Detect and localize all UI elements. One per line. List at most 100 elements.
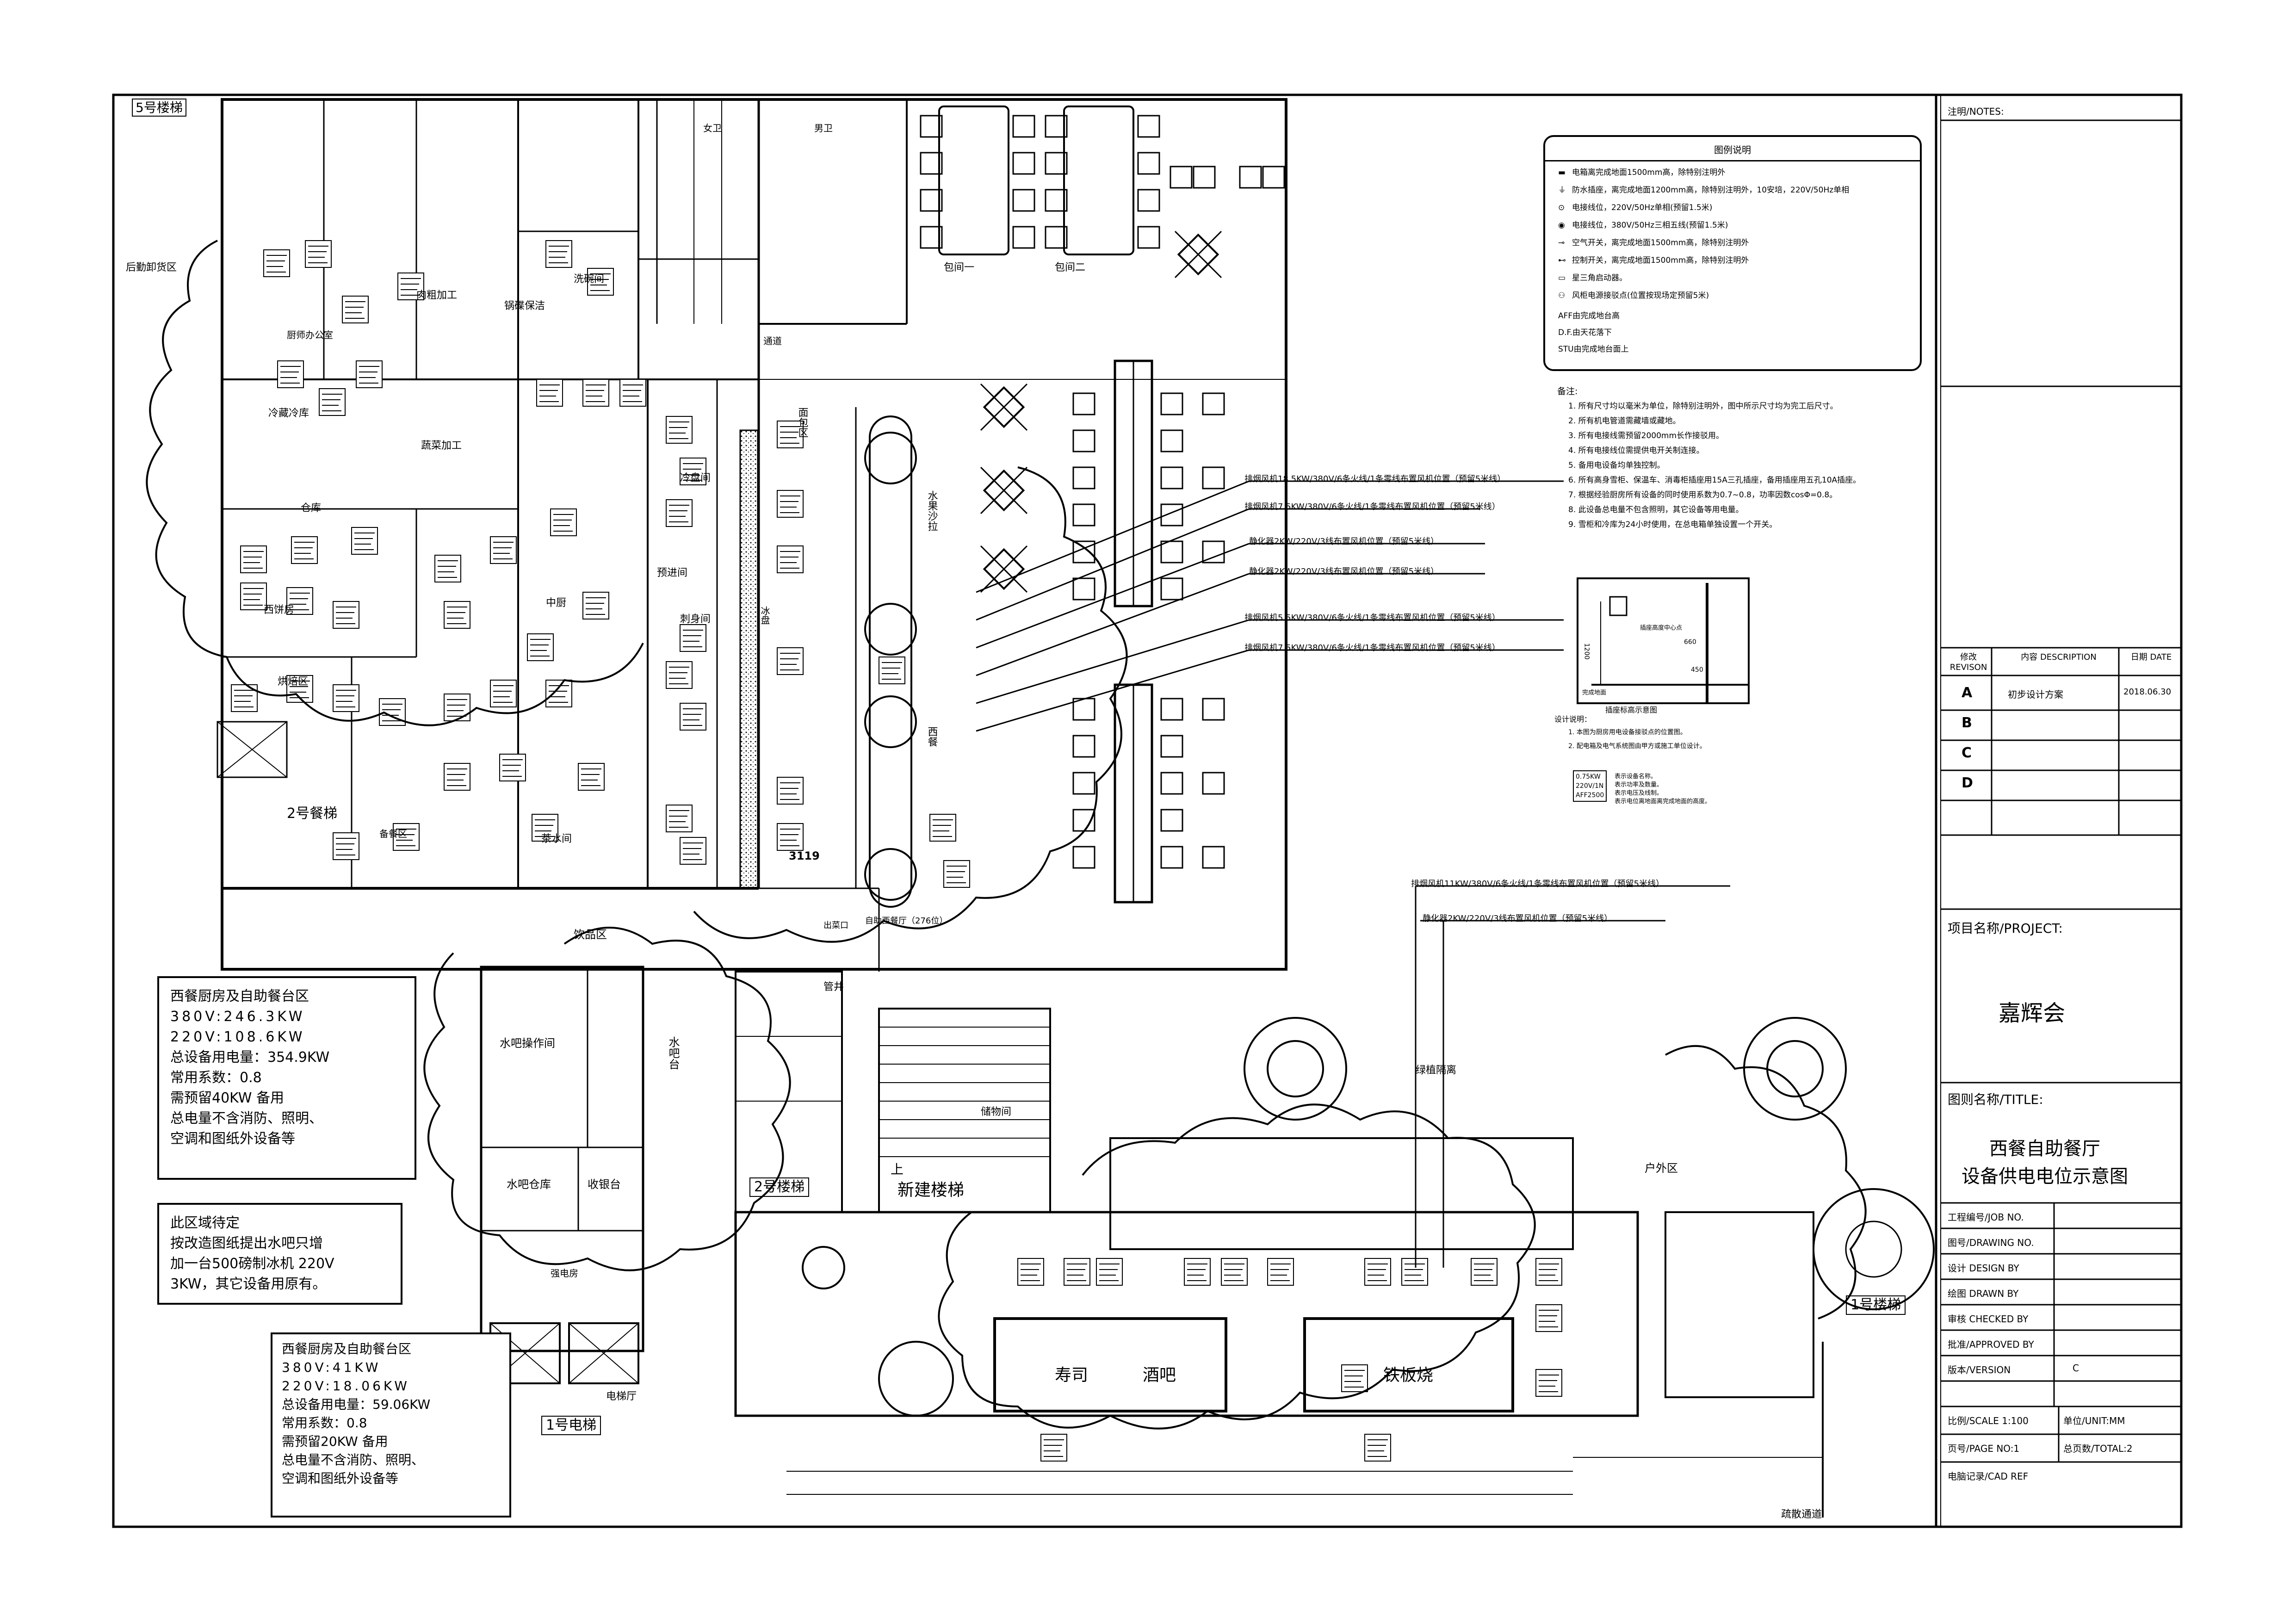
label-pastry: 西饼房 (264, 604, 295, 616)
tb-unit: 单位/UNIT:MM (2063, 1415, 2125, 1426)
label-bakery: 烘焙区 (278, 676, 309, 688)
callout-3: 静化器2KW/220V/3线布置风机位置（预留5米线） (1249, 537, 1439, 546)
callout-7: 排烟风机11KW/380V/6条火线/1条零线布置风机位置（预留5米线） (1411, 879, 1665, 889)
label-corridor: 通道 (763, 335, 782, 347)
summary-line: 总设备用电量：59.06KW (282, 1397, 431, 1412)
label-stair-1: 1号楼梯 (1846, 1295, 1906, 1315)
label-cold-room: 冷藏冷库 (268, 408, 309, 419)
summary-line: 空调和图纸外设备等 (170, 1131, 295, 1147)
label-cold-storage: 冰盘 (759, 606, 770, 625)
summary-line: 总电量不含消防、照明、 (170, 1110, 323, 1127)
tb-date-header: 日期 DATE (2130, 652, 2172, 662)
legend-row: 星三角启动器。 (1572, 273, 1627, 283)
summary-line: 需预留20KW 备用 (282, 1434, 388, 1449)
note-item: 5. 备用电设备均单独控制。 (1568, 461, 1665, 470)
tb-project-name: 嘉辉会 (1999, 1000, 2066, 1026)
label-cashier: 收银台 (588, 1178, 621, 1191)
air-switch-icon: ⊸ (1558, 238, 1565, 248)
waterproof-socket-icon: ⏚ (1558, 186, 1566, 195)
label-dish-washing: 洗碗间 (574, 273, 605, 285)
callout-5: 排烟风机5.5KW/380V/6条火线/1条零线布置风机位置（预留5米线） (1244, 613, 1500, 623)
summary-line: 总电量不含消防、照明、 (282, 1452, 425, 1468)
label-stair-2: 2号楼梯 (749, 1177, 810, 1197)
label-rear-unloading: 后勤卸货区 (126, 262, 177, 273)
design-note: 1. 本图为厨房用电设备接驳点的位置图。 (1568, 729, 1687, 736)
label-buffet: 自助西餐厅（276位） (865, 916, 948, 926)
socket-label-a: 插座高度中心点 (1640, 625, 1683, 632)
label-up: 上 (891, 1162, 904, 1177)
label-evacuation: 疏散通道 (1781, 1509, 1822, 1520)
tb-project-label: 项目名称/PROJECT: (1948, 921, 2063, 936)
tb-version: 版本/VERSION (1948, 1364, 2011, 1375)
summary-line: 此区域待定 (170, 1215, 240, 1231)
summary-line: 220V:18.06KW (282, 1378, 410, 1394)
summary-line: 加一台500磅制冰机 220V (170, 1256, 334, 1272)
callout-2: 排烟风机7.5KW/380V/6条火线/1条零线布置风机位置（预留5米线） (1244, 502, 1500, 512)
label-stair-5: 5号楼梯 (132, 99, 186, 117)
socket-dim-660: 660 (1684, 638, 1696, 646)
title-block-grid (1941, 119, 2181, 1463)
label-cold-dish-room: 刺身间 (680, 613, 711, 625)
legend-row: 电箱离完成地面1500mm高，除特别注明外 (1572, 168, 1726, 177)
tb-total: 总页数/TOTAL:2 (2063, 1443, 2133, 1454)
lower-block (480, 966, 1935, 1518)
control-switch-icon: ⊷ (1558, 256, 1566, 265)
legend-row: 风柜电源接驳点(位置按现场定预留5米) (1572, 291, 1709, 300)
summary-box-bar: 西餐厨房及自助餐台区 380V:41KW 220V:18.06KW 总设备用电量… (271, 1332, 511, 1518)
label-cold-kitchen: 冷盘间 (680, 472, 711, 484)
label-water-bar: 水吧操作间 (500, 1037, 555, 1050)
note-item: 9. 雪柜和冷库为24小时使用，在总电箱单独设置一个开关。 (1568, 520, 1777, 529)
legend-row: 防水插座，离完成地面1200mm高，除特别注明外，10安培，220V/50Hz单… (1572, 186, 1850, 195)
legend-row: 控制开关，离完成地面1500mm高，除特别注明外 (1572, 256, 1749, 265)
tb-rev-c: C (1962, 745, 1972, 761)
legend-title: 图例说明 (1714, 144, 1751, 155)
tb-page: 页号/PAGE NO:1 (1948, 1443, 2020, 1454)
label-elevator-hall: 电梯厅 (606, 1391, 637, 1402)
design-notes-heading: 设计说明： (1554, 715, 1592, 724)
notes-section: 备注: 1. 所有尺寸均以毫米为单位，除特别注明外，图中所示尺寸均为完工后尺寸。… (1557, 384, 1861, 532)
summary-line: 220V:108.6KW (170, 1029, 305, 1045)
tb-rev-a-date: 2018.06.30 (2123, 687, 2172, 697)
note-item: 2. 所有机电管道需藏墙或藏地。 (1568, 416, 1681, 426)
tb-title-line1: 西餐自助餐厅 (1989, 1138, 2100, 1159)
label-electric-room: 强电房 (551, 1268, 578, 1279)
label-male-wc: 男卫 (814, 123, 833, 134)
label-shaft: 管井 (823, 981, 844, 993)
label-office: 厨师办公室 (287, 329, 333, 341)
equipment-tags (231, 240, 1562, 1462)
tb-rev-a-desc: 初步设计方案 (2008, 689, 2063, 700)
tb-cad-ref: 电脑记录/CAD REF (1948, 1471, 2029, 1482)
label-west-kitchen: 西餐 (926, 726, 938, 747)
legend-row: STU由完成地台面上 (1558, 345, 1629, 354)
label-outdoor: 户外区 (1645, 1162, 1678, 1175)
note-item: 6. 所有高身雪柜、保温车、消毒柜插座用15A三孔插座，备用插座用五孔10A插座… (1568, 476, 1861, 485)
label-wine-bar: 酒吧 (1143, 1366, 1176, 1385)
label-drink-area: 饮品区 (574, 928, 607, 941)
label-teppanyaki: 铁板烧 (1383, 1366, 1434, 1385)
tb-drawing-no: 图号/DRAWING NO. (1948, 1237, 2034, 1248)
callout-8: 静化器2KW/220V/3线布置风机位置（预留5米线） (1423, 914, 1613, 923)
socket-dim-450: 450 (1691, 666, 1703, 674)
summary-line: 西餐厨房及自助餐台区 (282, 1341, 412, 1357)
tag-explain-line: 表示电位离地面离完成地面的高度。 (1615, 798, 1711, 805)
socket-detail-caption: 插座标高示意图 (1605, 706, 1658, 714)
note-item: 1. 所有尺寸均以毫米为单位，除特别注明外，图中所示尺寸均为完工后尺寸。 (1568, 402, 1838, 411)
label-private-room-1: 包间一 (944, 262, 975, 273)
tag-example-line: 0.75KW (1576, 773, 1601, 781)
legend-panel: 图例说明 ▬电箱离完成地面1500mm高，除特别注明外 ⏚防水插座，离完成地面1… (1543, 135, 1922, 371)
label-pre-entry: 预进间 (657, 567, 688, 579)
notes-heading: 备注: (1557, 386, 1578, 396)
tb-desc-header: 内容 DESCRIPTION (2021, 652, 2097, 662)
tb-design-by: 设计 DESIGN BY (1948, 1263, 2019, 1274)
summary-line: 按改造图纸提出水吧只增 (170, 1235, 323, 1251)
tag-example-line: 220V/1N (1576, 782, 1604, 790)
tb-notes-label: 注明/NOTES: (1948, 106, 2004, 117)
summary-line: 常用系数：0.8 (282, 1415, 367, 1431)
design-note: 2. 配电箱及电气系统图由甲方或施工单位设计。 (1568, 743, 1706, 750)
summary-line: 380V:246.3KW (170, 1009, 305, 1025)
label-main-kitchen: 中厨 (546, 597, 567, 609)
callout-leaders (976, 480, 1730, 1268)
label-stair-2-dining: 2号餐梯 (287, 805, 338, 822)
label-private-room-2: 包间二 (1055, 262, 1086, 273)
summary-line: 西餐厨房及自助餐台区 (170, 988, 309, 1004)
